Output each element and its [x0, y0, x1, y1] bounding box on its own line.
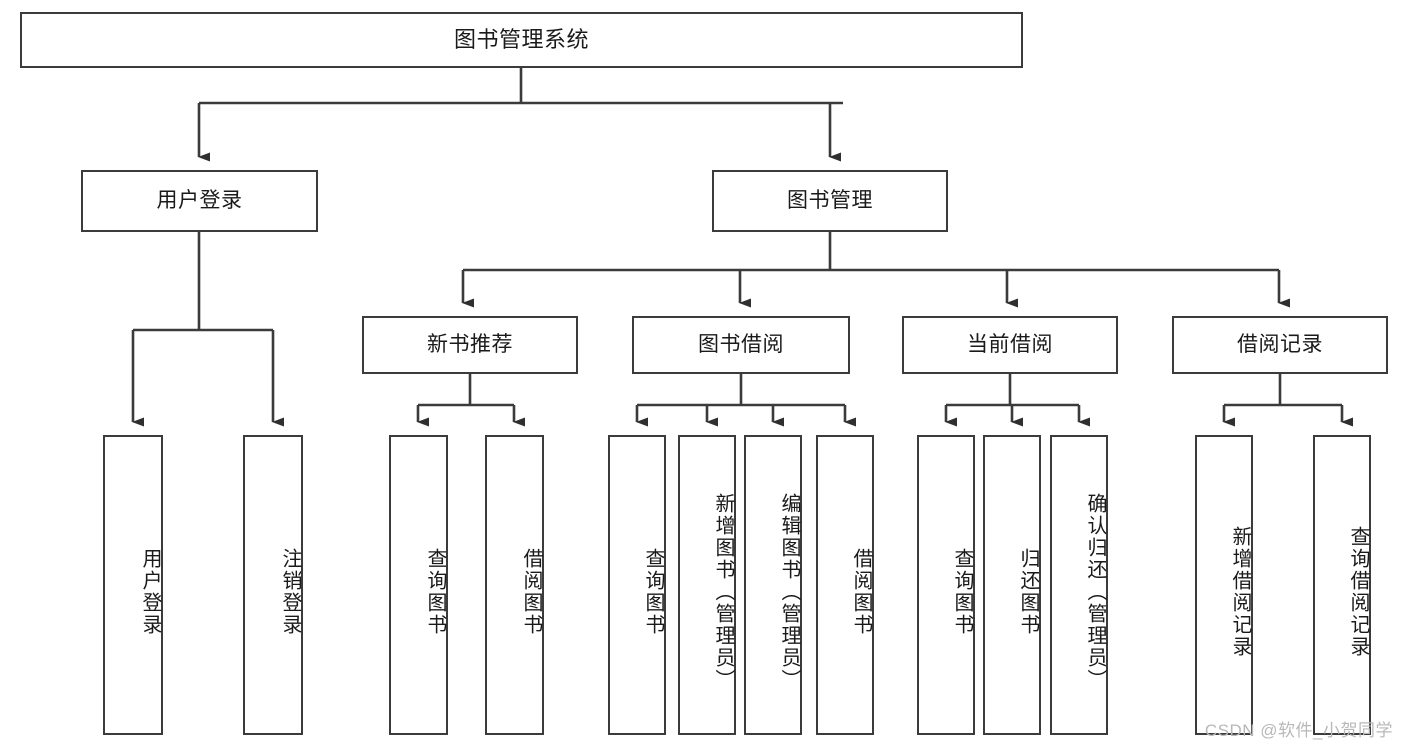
node-label: 确认归还（管理员）: [1084, 493, 1106, 691]
node-label: 借阅图书: [520, 548, 542, 636]
node-label: 注销登录: [279, 548, 301, 636]
node-label: 借阅图书: [850, 548, 872, 636]
node-label: 编辑图书（管理员）: [778, 493, 800, 691]
node-current-borrow[interactable]: 当前借阅: [902, 316, 1118, 374]
node-borrow-record[interactable]: 借阅记录: [1172, 316, 1388, 374]
leaf-bookborrow-borrow-book[interactable]: 借阅图书: [816, 435, 874, 735]
watermark: CSDN @软件_小贺同学: [1204, 721, 1393, 740]
node-label: 图书管理系统: [453, 27, 589, 53]
leaf-bookborrow-add-book-admin[interactable]: 新增图书（管理员）: [678, 435, 736, 735]
leaf-user-login[interactable]: 用户登录: [103, 435, 163, 735]
node-label: 图书借阅: [698, 332, 784, 356]
leaf-bookborrow-edit-book-admin[interactable]: 编辑图书（管理员）: [744, 435, 802, 735]
leaf-newbook-borrow-book[interactable]: 借阅图书: [485, 435, 544, 735]
node-label: 查询图书: [951, 548, 973, 636]
leaf-currentborrow-return-book[interactable]: 归还图书: [983, 435, 1041, 735]
node-label: 图书管理: [787, 188, 873, 212]
node-label: 查询借阅记录: [1347, 526, 1369, 658]
node-label: 查询图书: [424, 548, 446, 636]
leaf-newbook-query-book[interactable]: 查询图书: [389, 435, 448, 735]
leaf-borrowrecord-query-record[interactable]: 查询借阅记录: [1313, 435, 1371, 735]
node-label: 新增图书（管理员）: [712, 493, 734, 691]
node-book-borrow[interactable]: 图书借阅: [632, 316, 850, 374]
node-user-login[interactable]: 用户登录: [81, 170, 318, 232]
node-label: 借阅记录: [1237, 332, 1323, 356]
leaf-bookborrow-query-book[interactable]: 查询图书: [608, 435, 666, 735]
node-label: 用户登录: [139, 548, 161, 636]
leaf-currentborrow-confirm-return-admin[interactable]: 确认归还（管理员）: [1050, 435, 1108, 735]
node-root-system[interactable]: 图书管理系统: [20, 12, 1023, 68]
node-label: 用户登录: [156, 188, 243, 212]
node-label: 归还图书: [1017, 548, 1039, 636]
leaf-user-logout[interactable]: 注销登录: [243, 435, 303, 735]
node-book-management[interactable]: 图书管理: [712, 170, 948, 232]
node-label: 新书推荐: [427, 332, 513, 356]
leaf-borrowrecord-add-record[interactable]: 新增借阅记录: [1195, 435, 1253, 735]
leaf-currentborrow-query-book[interactable]: 查询图书: [917, 435, 975, 735]
node-label: 查询图书: [642, 548, 664, 636]
node-new-book-recommend[interactable]: 新书推荐: [362, 316, 578, 374]
node-label: 当前借阅: [967, 332, 1053, 356]
node-label: 新增借阅记录: [1229, 526, 1251, 658]
